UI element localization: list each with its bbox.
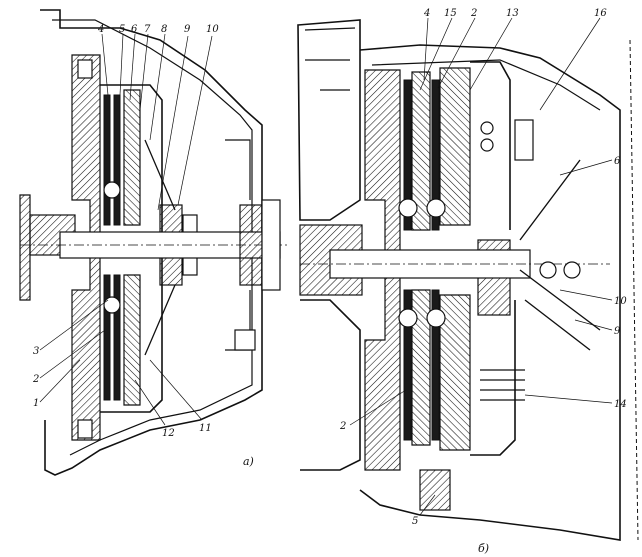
view-a-label-7: 7 — [144, 24, 151, 35]
view-b-label-13: 13 — [506, 8, 519, 19]
view-b-clutch-drawing — [297, 19, 639, 541]
view-b-label-4: 4 — [423, 8, 430, 19]
view-a-label-3: 3 — [33, 346, 39, 357]
view-b-label-6: 6 — [614, 156, 621, 167]
view-b-label-2-top: 2 — [470, 8, 477, 19]
view-b-callouts: 4 15 2 13 16 6 10 9 14 2 5 — [339, 8, 627, 527]
view-a-label-10: 10 — [206, 24, 219, 35]
view-a-label-8: 8 — [161, 24, 167, 35]
view-a-label-12: 12 — [162, 428, 175, 439]
view-a-label-11: 11 — [199, 423, 212, 434]
view-a-label-9: 9 — [184, 24, 191, 35]
view-a-callouts: 4 5 6 7 8 9 10 3 2 1 12 11 — [32, 24, 219, 439]
view-b-label-9: 9 — [614, 326, 621, 337]
view-a-label-1: 1 — [33, 398, 39, 409]
view-b-label-15: 15 — [444, 8, 457, 19]
view-a-caption: a) — [243, 455, 254, 468]
view-b-label-14: 14 — [614, 399, 627, 410]
view-a-label-4: 4 — [97, 24, 104, 35]
view-b-label-16: 16 — [594, 8, 607, 19]
view-a-label-6: 6 — [131, 24, 138, 35]
view-b-caption: б) — [478, 542, 489, 555]
view-b-label-5: 5 — [412, 516, 418, 527]
view-a-clutch-drawing — [19, 9, 290, 476]
view-a-label-5: 5 — [119, 24, 125, 35]
view-b-label-2-bottom: 2 — [339, 421, 346, 432]
view-a-label-2: 2 — [32, 374, 39, 385]
view-b-label-10: 10 — [614, 296, 627, 307]
